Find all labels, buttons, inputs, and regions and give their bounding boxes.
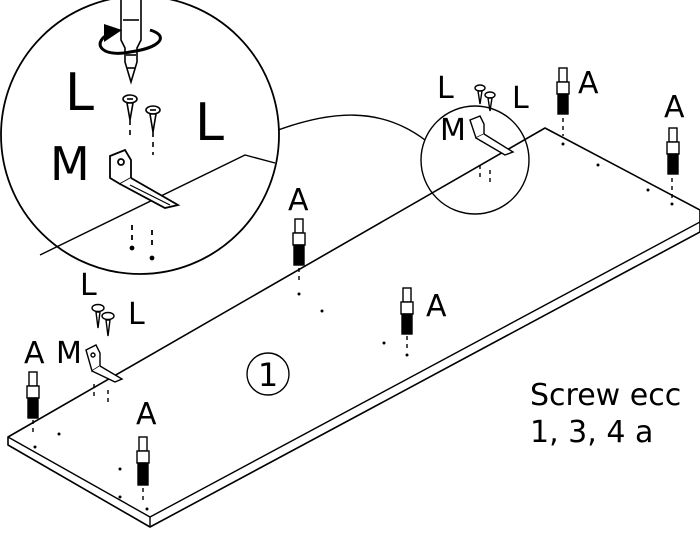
label-bracket: M xyxy=(56,336,82,371)
label-screw: L xyxy=(512,81,529,116)
screw-icon xyxy=(122,94,138,140)
cam-dowel-icon xyxy=(136,436,150,504)
part-labels: L L M L L M A A A A L L A M A xyxy=(24,63,685,432)
instruction-line-2: 1, 3, 4 a xyxy=(530,415,654,450)
step-badge: 1 xyxy=(246,352,290,396)
label-screw: L xyxy=(437,71,454,106)
cam-dowel-icon xyxy=(556,67,570,136)
panel-board xyxy=(7,127,700,528)
label-dowel: A xyxy=(136,397,157,432)
label-screw-large: L xyxy=(195,93,224,153)
instruction-text: Screw ecc 1, 3, 4 a xyxy=(530,377,700,457)
magnifier-callout xyxy=(0,0,530,275)
cam-dowel-icon xyxy=(400,287,414,348)
left-hardware xyxy=(85,303,124,402)
cam-dowels xyxy=(26,67,680,504)
cam-dowel-icon xyxy=(666,127,680,198)
label-dowel: A xyxy=(24,336,45,371)
label-screw-large: L xyxy=(65,63,94,123)
label-dowel: A xyxy=(288,183,309,218)
magnified-detail xyxy=(39,0,276,261)
label-dowel: A xyxy=(578,66,599,101)
cam-dowel-icon xyxy=(26,371,40,436)
bracket-icon xyxy=(109,148,181,261)
panel-holes xyxy=(33,142,674,511)
label-screw: L xyxy=(128,297,145,332)
label-dowel: A xyxy=(664,90,685,125)
label-bracket-large: M xyxy=(50,137,90,191)
screwdriver-icon xyxy=(98,0,162,85)
label-bracket: M xyxy=(440,113,466,148)
cam-dowel-icon xyxy=(292,218,306,282)
small-circle-hardware xyxy=(469,84,515,185)
label-screw: L xyxy=(80,268,97,303)
label-dowel: A xyxy=(426,289,447,324)
step-number: 1 xyxy=(258,356,278,394)
instruction-line-1: Screw ecc xyxy=(530,378,682,413)
screw-icon xyxy=(145,105,161,155)
